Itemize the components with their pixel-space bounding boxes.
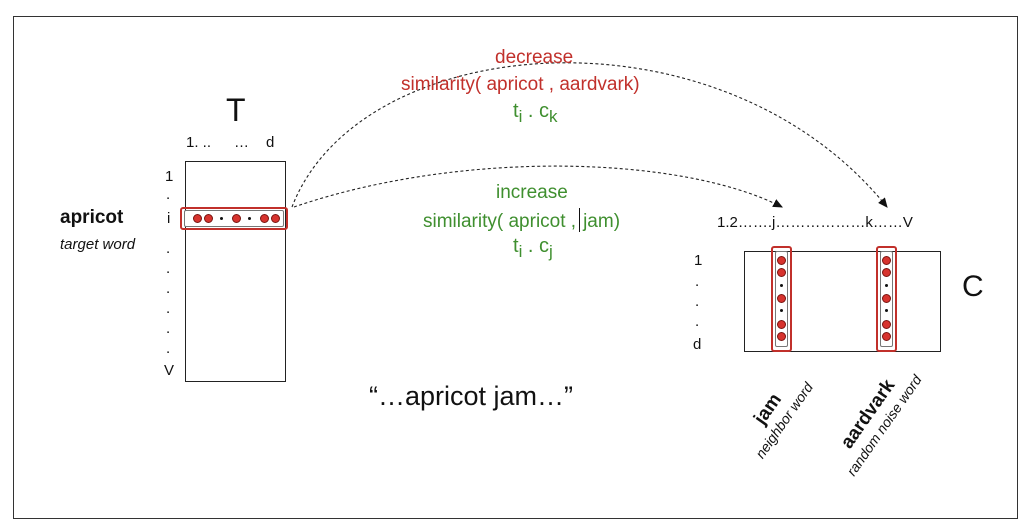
vector-element xyxy=(777,294,786,303)
context-quote: “…apricot jam…” xyxy=(369,381,574,411)
dot-t: t xyxy=(513,235,519,257)
vector-element xyxy=(882,268,891,277)
c-row-label: . xyxy=(695,293,700,310)
target-row-highlight xyxy=(180,207,288,230)
vector-ellipsis-dot xyxy=(885,284,888,287)
increase-formula-left: similarity( apricot , xyxy=(423,211,577,232)
vector-ellipsis-dot xyxy=(248,217,251,220)
vector-element xyxy=(193,214,202,223)
vector-element xyxy=(777,256,786,265)
text-cursor xyxy=(579,208,581,232)
vector-element xyxy=(777,320,786,329)
dot-k: k xyxy=(549,107,558,126)
t-row-label: 1 xyxy=(165,168,174,185)
c-row-label: d xyxy=(693,336,702,353)
dot-op: . c xyxy=(522,235,550,257)
increase-arrow xyxy=(293,165,783,208)
t-row-label: . xyxy=(166,340,171,357)
dot-t: t xyxy=(513,100,519,122)
vector-element xyxy=(882,256,891,265)
vector-element xyxy=(882,320,891,329)
t-row-label: . xyxy=(166,240,171,257)
dot-op: . c xyxy=(522,100,550,122)
decrease-formula: similarity( apricot , aardvark) xyxy=(401,74,640,95)
increase-label: increase xyxy=(496,182,568,203)
target-word: apricot xyxy=(60,207,124,228)
increase-formula-right: jam) xyxy=(583,211,621,232)
vector-element xyxy=(271,214,280,223)
noise-column-highlight xyxy=(876,246,897,352)
vector-element xyxy=(882,294,891,303)
neighbor-column-highlight xyxy=(771,246,792,352)
increase-formula: similarity( apricot , jam) xyxy=(423,208,620,233)
vector-element xyxy=(777,268,786,277)
diagram-frame xyxy=(13,16,1018,519)
t-row-label: V xyxy=(164,362,175,379)
vector-ellipsis-dot xyxy=(885,309,888,312)
matrix-c-label: C xyxy=(962,270,984,303)
c-row-label: 1 xyxy=(694,252,703,269)
dot-i: i xyxy=(518,107,523,126)
t-row-label: i xyxy=(167,210,171,227)
c-row-label: . xyxy=(695,313,700,330)
increase-dot-product: ti . cj xyxy=(513,235,553,262)
t-row-label: . xyxy=(166,186,171,203)
matrix-t-col-header-1: 1. .. xyxy=(186,134,212,151)
vector-element xyxy=(260,214,269,223)
dot-i: i xyxy=(518,242,523,261)
decrease-dot-product: ti . ck xyxy=(513,100,558,127)
vector-element xyxy=(232,214,241,223)
t-row-label: . xyxy=(166,320,171,337)
t-row-label: . xyxy=(166,260,171,277)
decrease-arrow xyxy=(291,62,888,208)
vector-element xyxy=(204,214,213,223)
t-row-label: . xyxy=(166,280,171,297)
matrix-t-col-header-2: … xyxy=(234,134,249,151)
matrix-c-col-header: 1.2…….j………………k……V xyxy=(717,214,913,231)
matrix-t xyxy=(185,161,286,382)
decrease-label: decrease xyxy=(495,47,574,68)
matrix-c xyxy=(744,251,941,352)
t-row-label: . xyxy=(166,300,171,317)
vector-ellipsis-dot xyxy=(780,284,783,287)
matrix-t-label: T xyxy=(226,92,246,128)
target-word-role: target word xyxy=(60,236,136,253)
vector-ellipsis-dot xyxy=(780,309,783,312)
dot-j: j xyxy=(549,242,553,261)
c-row-label: . xyxy=(695,273,700,290)
matrix-t-col-header-3: d xyxy=(266,134,275,151)
vector-element xyxy=(777,332,786,341)
vector-ellipsis-dot xyxy=(220,217,223,220)
vector-element xyxy=(882,332,891,341)
